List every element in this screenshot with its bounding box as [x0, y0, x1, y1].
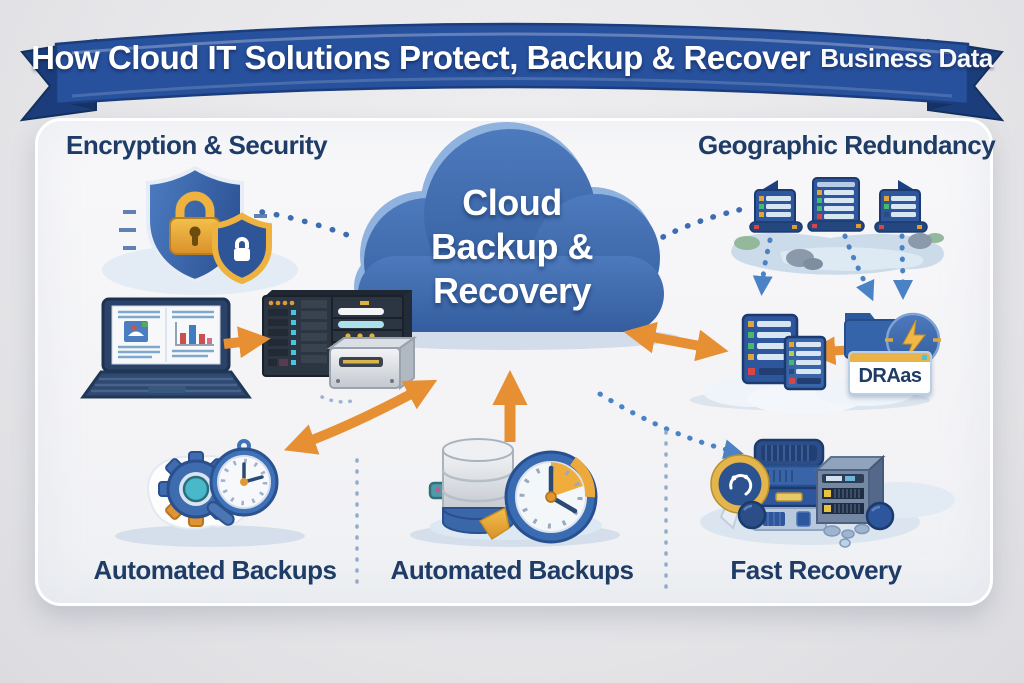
- ribbon-highlight-bottom: [71, 77, 953, 98]
- cloud-label-line2: Backup &: [430, 226, 594, 267]
- draas-badge-label: DRAas: [858, 365, 922, 387]
- draas-badge-header: [850, 353, 930, 362]
- ribbon-band: [54, 22, 970, 106]
- cloud-label-line1: Cloud: [462, 182, 562, 223]
- ribbon-banner: [19, 22, 1005, 122]
- ribbon-highlight-top: [71, 32, 953, 55]
- draas-badge: DRAas: [848, 351, 932, 395]
- banner-title-main: How Cloud IT Solutions Protect, Backup &…: [31, 39, 811, 76]
- cloud-label-line3: Recovery: [432, 270, 592, 311]
- banner-title: How Cloud IT Solutions Protect, Backup &…: [0, 30, 1024, 86]
- banner-title-sub: Business Data: [820, 42, 993, 73]
- section-label-encryption: Encryption & Security: [66, 130, 328, 160]
- draas-led: [922, 355, 927, 360]
- cloud-label: Cloud Backup & Recovery: [397, 181, 627, 313]
- section-label-fast-recovery: Fast Recovery: [730, 555, 902, 585]
- section-label-geo-redundancy: Geographic Redundancy: [698, 130, 996, 160]
- section-label-automated-backups-1: Automated Backups: [93, 555, 337, 585]
- section-label-automated-backups-2: Automated Backups: [390, 555, 634, 585]
